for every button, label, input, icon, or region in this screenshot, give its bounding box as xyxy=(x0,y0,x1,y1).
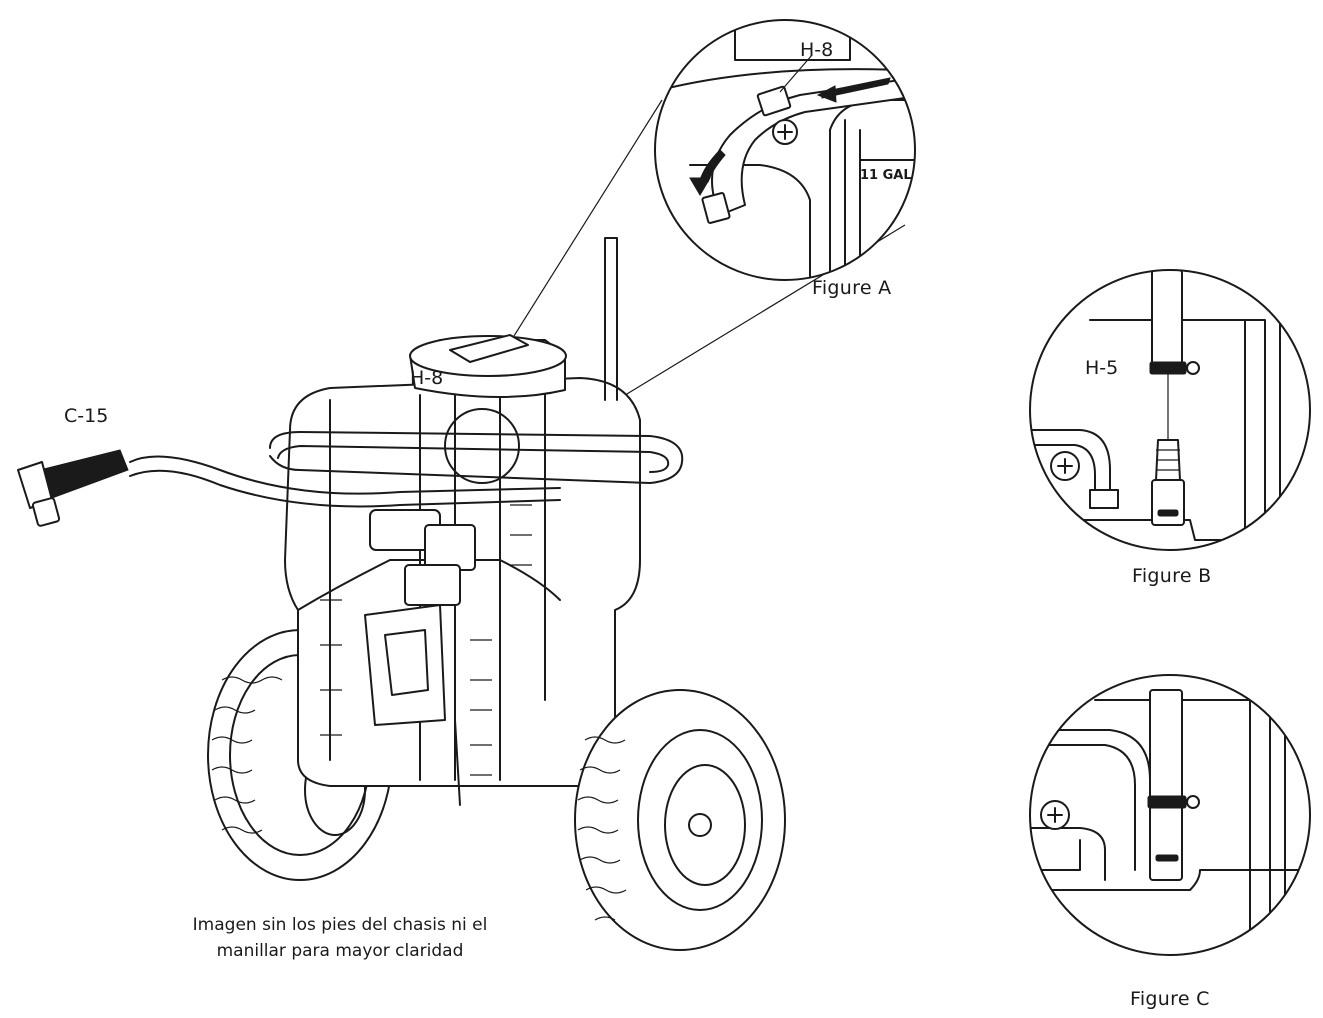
caption-figure-c: Figure C xyxy=(1130,988,1210,1010)
label-h8-main: H-8 xyxy=(410,367,443,389)
figure-b-detail xyxy=(1029,269,1311,551)
tank-cap xyxy=(409,334,567,399)
label-c15: C-15 xyxy=(64,405,108,427)
detail-callout-ring xyxy=(444,408,520,484)
figure-a-detail xyxy=(654,19,916,281)
note-line-2: manillar para mayor claridad xyxy=(217,941,464,961)
sprayer-illustration xyxy=(17,237,786,951)
note-line-1: Imagen sin los pies del chasis ni el xyxy=(193,915,488,935)
hose-loop xyxy=(129,431,684,508)
caption-figure-b: Figure B xyxy=(1132,565,1212,587)
caption-figure-a: Figure A xyxy=(812,277,891,299)
label-gal-marking: 11 GAL xyxy=(860,168,912,183)
spray-wand xyxy=(17,449,129,527)
label-h8-detail: H-8 xyxy=(800,39,833,61)
tank-body xyxy=(284,377,641,806)
figure-c-detail xyxy=(1029,674,1311,956)
right-wheel xyxy=(574,689,786,951)
upright-rod xyxy=(604,237,618,401)
label-h5: H-5 xyxy=(1085,357,1118,379)
